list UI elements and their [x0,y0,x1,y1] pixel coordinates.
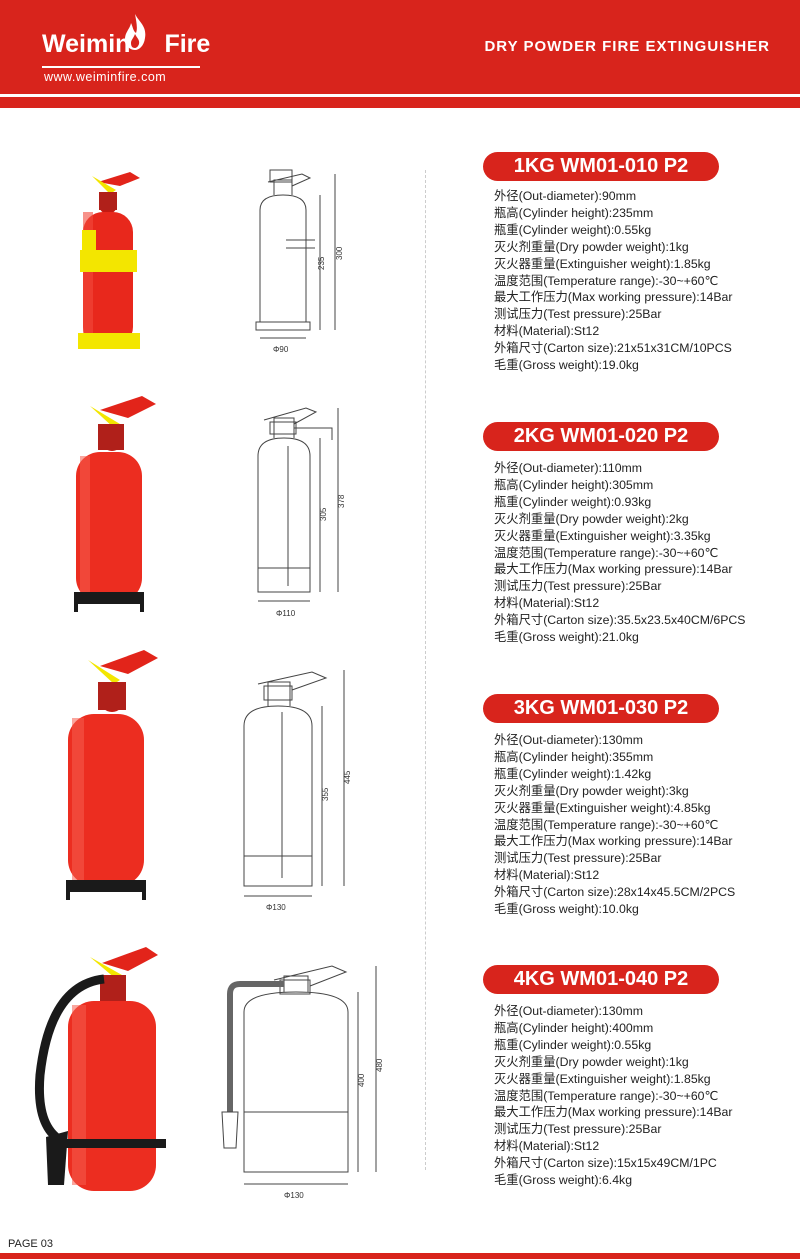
dim-height-total: 378 [337,494,346,508]
extinguisher-1kg-drawing: 235 300 Φ90 [255,169,344,354]
flame-icon [125,14,146,50]
spec-line: 材料(Material):St12 [494,324,600,339]
spec-line: 最大工作压力(Max working pressure):14Bar [494,834,733,849]
spec-line: 灭火剂重量(Dry powder weight):1kg [494,1054,689,1069]
spec-line: 毛重(Gross weight):21.0kg [494,630,639,645]
spec-line: 外箱尺寸(Carton size):28x14x45.5CM/2PCS [494,885,736,900]
spec-line: 温度范围(Temperature range):-30~+60℃ [494,817,719,832]
brand-name-left: Weimin [42,30,131,58]
spec-line: 灭火器重量(Extinguisher weight):3.35kg [494,528,711,543]
spec-line: 温度范围(Temperature range):-30~+60℃ [494,1088,719,1103]
extinguisher-2kg-drawing: 305 378 Φ110 [257,407,346,618]
spec-line: 外箱尺寸(Carton size):15x15x49CM/1PC [494,1156,717,1171]
spec-line: 温度范围(Temperature range):-30~+60℃ [494,273,719,288]
spec-list: 外径(Out-diameter):130mm 瓶高(Cylinder heigh… [494,1003,732,1189]
extinguisher-2kg-photo [74,396,156,612]
column-divider [425,170,427,1170]
dim-height-cylinder: 355 [321,787,330,801]
spec-line: 灭火剂重量(Dry powder weight):3kg [494,783,689,798]
header-divider [0,94,800,97]
spec-line: 测试压力(Test pressure):25Bar [494,851,662,866]
page-title: DRY POWDER FIRE EXTINGUISHER [484,38,770,55]
spec-line: 瓶重(Cylinder weight):0.55kg [494,222,652,237]
dim-height-cylinder: 235 [317,256,326,270]
spec-line: 测试压力(Test pressure):25Bar [494,307,662,322]
spec-list: 外径(Out-diameter):110mm 瓶高(Cylinder heigh… [494,460,746,646]
spec-line: 测试压力(Test pressure):25Bar [494,1122,662,1137]
dim-height-total: 300 [335,246,344,260]
spec-line: 瓶高(Cylinder height):305mm [494,477,654,492]
brand-url: www.weiminfire.com [44,70,167,84]
spec-line: 瓶高(Cylinder height):355mm [494,749,654,764]
spec-line: 灭火器重量(Extinguisher weight):4.85kg [494,800,711,815]
spec-line: 外径(Out-diameter):130mm [494,733,643,747]
dim-diameter: Φ110 [276,609,296,618]
spec-line: 灭火剂重量(Dry powder weight):1kg [494,239,689,254]
dim-diameter: Φ90 [273,345,289,354]
spec-line: 瓶重(Cylinder weight):0.55kg [494,1037,652,1052]
extinguisher-4kg-photo [34,947,166,1191]
page-header [0,0,800,100]
spec-line: 最大工作压力(Max working pressure):14Bar [494,1105,733,1120]
spec-line: 温度范围(Temperature range):-30~+60℃ [494,545,719,560]
extinguisher-3kg-photo [66,650,158,900]
spec-line: 外径(Out-diameter):90mm [494,189,637,203]
spec-list: 外径(Out-diameter):90mm 瓶高(Cylinder height… [494,188,732,374]
dim-height-cylinder: 305 [319,507,328,521]
spec-line: 外箱尺寸(Carton size):21x51x31CM/10PCS [494,341,732,356]
spec-line: 测试压力(Test pressure):25Bar [494,579,662,594]
spec-line: 材料(Material):St12 [494,868,600,883]
extinguisher-1kg-photo [78,172,140,349]
spec-line: 瓶高(Cylinder height):235mm [494,205,654,220]
spec-line: 最大工作压力(Max working pressure):14Bar [494,562,733,577]
spec-line: 毛重(Gross weight):10.0kg [494,902,639,917]
spec-list: 外径(Out-diameter):130mm 瓶高(Cylinder heigh… [494,732,735,918]
spec-line: 材料(Material):St12 [494,596,600,611]
header-stripe [0,100,800,108]
spec-line: 外径(Out-diameter):110mm [494,461,643,475]
spec-line: 最大工作压力(Max working pressure):14Bar [494,290,733,305]
spec-line: 毛重(Gross weight):19.0kg [494,358,639,373]
dim-diameter: Φ130 [284,1191,304,1200]
spec-line: 外箱尺寸(Carton size):35.5x23.5x40CM/6PCS [494,613,746,628]
footer-stripe [0,1253,800,1259]
extinguisher-3kg-drawing: 355 445 Φ130 [243,670,352,912]
extinguisher-4kg-drawing: 400 480 Φ130 [221,965,384,1200]
spec-line: 毛重(Gross weight):6.4kg [494,1173,633,1188]
spec-line: 灭火器重量(Extinguisher weight):1.85kg [494,256,711,271]
dim-height-cylinder: 400 [357,1073,366,1087]
brand-logo: Weimin Fire www.weiminfire.com [42,14,210,84]
spec-line: 瓶高(Cylinder height):400mm [494,1020,654,1035]
dim-height-total: 480 [375,1058,384,1072]
model-badge: 1KG WM01-010 P2 [483,152,719,181]
spec-line: 瓶重(Cylinder weight):0.93kg [494,494,652,509]
brand-name-right: Fire [164,30,211,58]
brand-name: Weimin Fire [42,30,210,59]
model-badge: 4KG WM01-040 P2 [483,965,719,994]
dim-height-total: 445 [343,770,352,784]
dim-diameter: Φ130 [266,903,286,912]
spec-line: 灭火剂重量(Dry powder weight):2kg [494,511,689,526]
spec-line: 外径(Out-diameter):130mm [494,1004,643,1018]
spec-line: 灭火器重量(Extinguisher weight):1.85kg [494,1071,711,1086]
model-badge: 2KG WM01-020 P2 [483,422,719,451]
spec-line: 材料(Material):St12 [494,1139,600,1154]
page-number: PAGE 03 [8,1238,54,1250]
logo-underline [42,66,200,68]
spec-line: 瓶重(Cylinder weight):1.42kg [494,766,652,781]
model-badge: 3KG WM01-030 P2 [483,694,719,723]
